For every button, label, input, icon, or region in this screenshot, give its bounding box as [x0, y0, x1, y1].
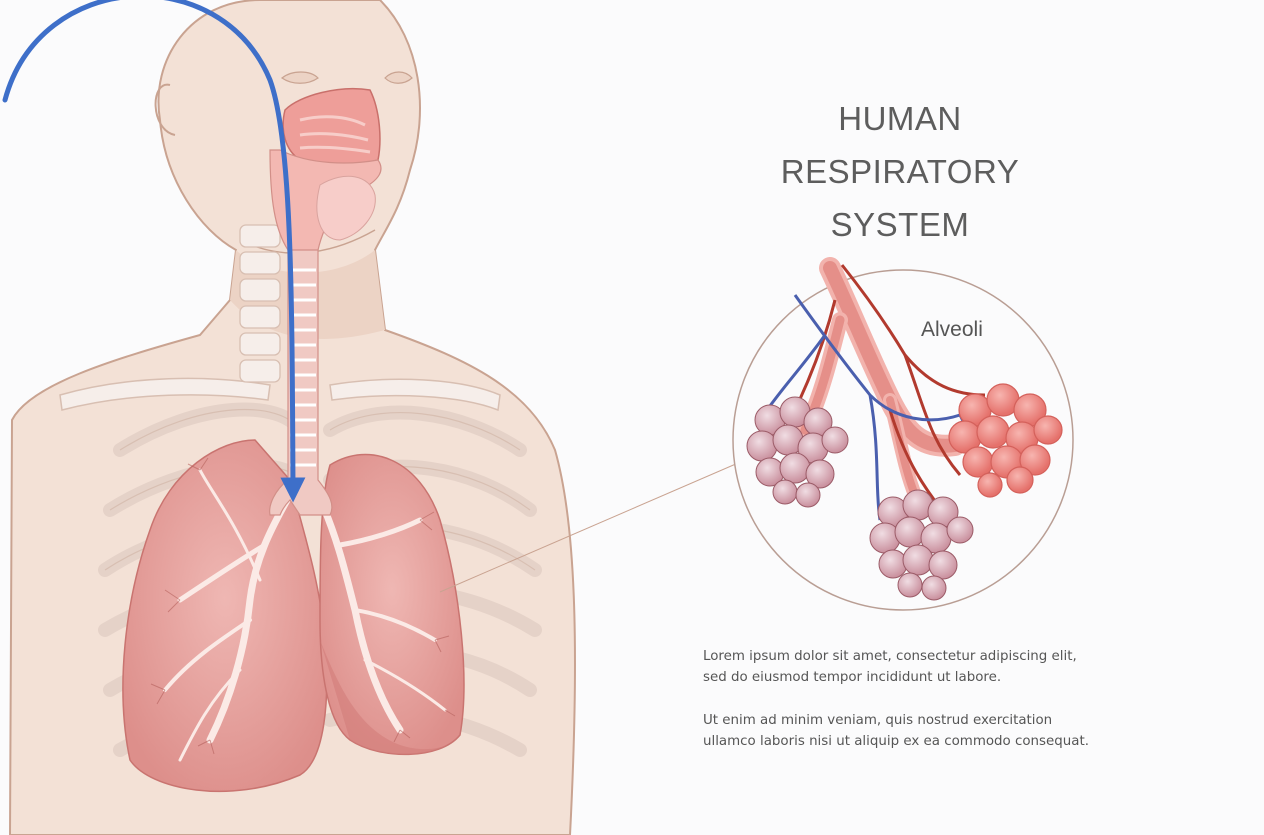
paragraph-line: ullamco laboris nisi ut aliquip ex ea co…: [703, 731, 1173, 752]
alveoli-inset: [733, 265, 1073, 610]
title-line: SYSTEM: [700, 198, 1100, 251]
title-line: HUMAN: [700, 92, 1100, 145]
body-paragraph: Lorem ipsum dolor sit amet, consectetur …: [703, 646, 1173, 688]
paragraph-line: Ut enim ad minim veniam, quis nostrud ex…: [703, 710, 1173, 731]
body-paragraph: Ut enim ad minim veniam, quis nostrud ex…: [703, 710, 1173, 752]
title-line: RESPIRATORY: [700, 145, 1100, 198]
paragraph-line: sed do eiusmod tempor incididunt ut labo…: [703, 667, 1173, 688]
page-title: HUMAN RESPIRATORY SYSTEM: [700, 92, 1100, 251]
alveoli-label: Alveoli: [921, 318, 983, 342]
paragraph-line: Lorem ipsum dolor sit amet, consectetur …: [703, 646, 1173, 667]
